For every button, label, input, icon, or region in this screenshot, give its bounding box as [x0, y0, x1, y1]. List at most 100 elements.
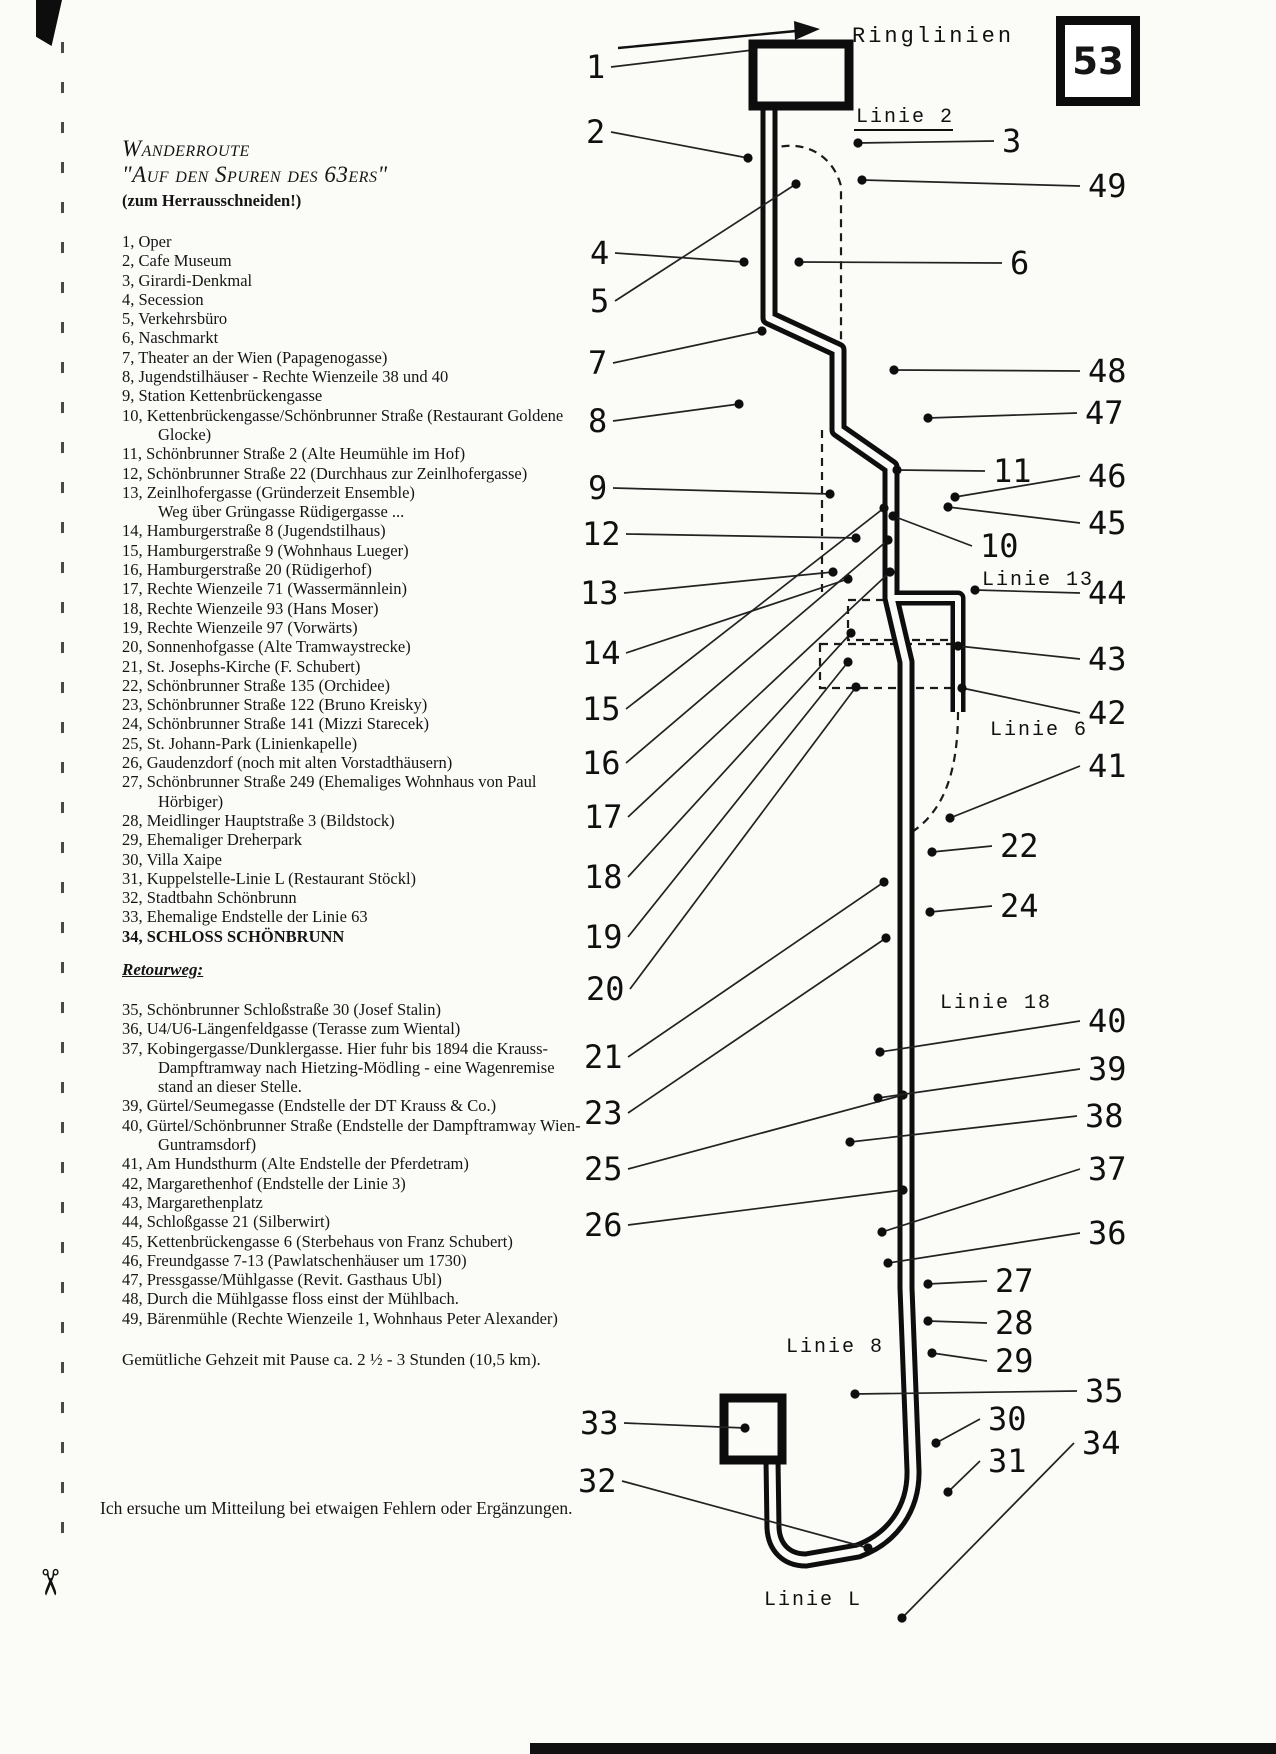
- map-marker-leader: [621, 1480, 869, 1549]
- map-marker-number: 37: [1088, 1150, 1127, 1188]
- map-marker-leader: [627, 1189, 904, 1226]
- route-list-item: 24, Schönbrunner Straße 141 (Mizzi Stare…: [122, 714, 429, 734]
- map-line-label: Linie 2: [856, 106, 954, 129]
- map-marker-number: 29: [995, 1342, 1034, 1380]
- map-marker-number: 24: [1000, 887, 1039, 925]
- route-list-item: 28, Meidlinger Hauptstraße 3 (Bildstock): [122, 810, 395, 830]
- map-marker-number: 20: [586, 970, 625, 1008]
- map-marker-number: 17: [584, 798, 623, 836]
- map-marker-dot: [851, 682, 861, 692]
- map-marker-leader: [927, 1280, 988, 1285]
- route-list-item: 30, Villa Xaipe: [122, 849, 222, 869]
- route-list-item: 43, Margarethenplatz: [122, 1192, 263, 1212]
- route-list-item: 11, Schönbrunner Straße 2 (Alte Heumühle…: [122, 444, 466, 464]
- map-markers: 1245789121314151617181920212325263332349…: [578, 45, 1127, 1623]
- map-marker-dot: [825, 489, 835, 499]
- map-marker-number: 34: [1082, 1424, 1121, 1462]
- map-marker-number: 39: [1088, 1050, 1127, 1088]
- map-marker-leader: [901, 1442, 1075, 1619]
- scan-bottom-strip: [530, 1743, 1276, 1754]
- route-list-item: 45, Kettenbrückengasse 6 (Sterbehaus von…: [122, 1231, 513, 1251]
- map-marker-number: 46: [1088, 457, 1127, 495]
- map-marker-number: 27: [995, 1262, 1034, 1300]
- route-list-item: 8, Jugendstilhäuser - Rechte Wienzeile 3…: [122, 367, 449, 387]
- map-marker-dot: [889, 365, 899, 375]
- map-marker-dot: [931, 1438, 941, 1448]
- route-list-item: 46, Freundgasse 7-13 (Pawlatschenhäuser …: [122, 1250, 467, 1270]
- route-list-item: 25, St. Johann-Park (Linienkapelle): [122, 733, 358, 753]
- route-list-item: 27, Schönbrunner Straße 249 (Ehemaliges …: [122, 772, 537, 811]
- route-list-item: 4, Secession: [122, 289, 204, 309]
- route-list-item: 17, Rechte Wienzeile 71 (Wassermännlein): [122, 579, 407, 599]
- map-marker-dot: [957, 683, 967, 693]
- route-list-item: 14, Hamburgerstraße 8 (Jugendstilhaus): [122, 521, 386, 541]
- map-marker-leader: [887, 1232, 1081, 1264]
- map-marker-dot: [879, 877, 889, 887]
- route-list-item: 32, Stadtbahn Schönbrunn: [122, 888, 297, 908]
- binding-tick-marks: [61, 42, 64, 1542]
- map-marker-leader: [625, 539, 889, 764]
- map-marker-leader: [896, 469, 986, 472]
- map-marker-leader: [929, 905, 993, 913]
- map-marker-leader: [614, 183, 797, 302]
- map-marker-leader: [957, 645, 1081, 660]
- map-marker-number: 18: [584, 858, 623, 896]
- map-marker-leader: [947, 506, 1081, 524]
- map-marker-leader: [610, 131, 749, 159]
- map-marker-number: 19: [584, 918, 623, 956]
- map-marker-dot: [740, 1423, 750, 1433]
- route-list-item: 5, Verkehrsbüro: [122, 309, 228, 329]
- route-branch-inner: [891, 595, 961, 712]
- map-marker-leader: [612, 487, 831, 495]
- map-marker-leader: [627, 661, 849, 938]
- route-list-item: 13, Zeinlhofergasse (Gründerzeit Ensembl…: [122, 483, 590, 522]
- map-marker-number: 11: [993, 452, 1032, 490]
- route-list-item: 48, Durch die Mühlgasse floss einst der …: [122, 1289, 459, 1309]
- route-list-item: 6, Naschmarkt: [122, 328, 219, 348]
- map-marker-leader: [935, 1418, 981, 1444]
- route-list-item: 40, Gürtel/Schönbrunner Straße (Endstell…: [122, 1115, 581, 1155]
- map-marker-dot: [863, 1543, 873, 1553]
- dashed-box-linie6: [818, 642, 964, 690]
- route-list-item: 26, Gaudenzdorf (noch mit alten Vorstadt…: [122, 753, 453, 773]
- map-line-label: Linie 18: [940, 992, 1052, 1015]
- map-marker-leader: [627, 571, 891, 818]
- map-marker-number: 22: [1000, 827, 1039, 865]
- map-marker-number: 31: [988, 1442, 1027, 1480]
- map-marker-dot: [943, 1487, 953, 1497]
- map-line-label: Linie 6: [990, 719, 1088, 742]
- map-marker-dot: [950, 492, 960, 502]
- map-marker-number: 5: [590, 282, 609, 320]
- map-marker-dot: [927, 847, 937, 857]
- map-marker-leader: [949, 765, 1081, 819]
- map-marker-leader: [857, 140, 995, 144]
- map-marker-leader: [879, 1020, 1081, 1053]
- map-marker-number: 45: [1088, 504, 1127, 542]
- route-list-item: 2, Cafe Museum: [122, 251, 232, 271]
- map-line-label: Linie L: [764, 1589, 862, 1612]
- map-marker-leader: [927, 412, 1078, 419]
- map-marker-leader: [974, 589, 1081, 594]
- map-marker-number: 26: [584, 1206, 623, 1244]
- ringlinien-arrowhead: [794, 21, 820, 40]
- map-marker-number: 13: [580, 574, 619, 612]
- map-marker-number: 36: [1088, 1214, 1127, 1252]
- ringlinien-arrow: [617, 29, 797, 50]
- map-marker-dot: [743, 153, 753, 163]
- map-marker-dot: [923, 1279, 933, 1289]
- footer-note: Ich ersuche um Mitteilung bei etwaigen F…: [100, 1498, 573, 1518]
- map-marker-number: 15: [582, 690, 621, 728]
- map-marker-leader: [629, 686, 857, 990]
- retour-list: 35, Schönbrunner Schloßstraße 30 (Josef …: [122, 1000, 590, 1328]
- route-list-item: 19, Rechte Wienzeile 97 (Vorwärts): [122, 617, 358, 637]
- map-marker-dot: [851, 533, 861, 543]
- map-line-label: Linie 8: [786, 1336, 884, 1359]
- route-list-item: 9, Station Kettenbrückengasse: [122, 386, 323, 406]
- walk-time-note: Gemütliche Gehzeit mit Pause ca. 2 ½ - 3…: [122, 1350, 541, 1370]
- route-list-item: 34, SCHLOSS SCHÖNBRUNN: [122, 926, 345, 946]
- map-marker-leader: [861, 179, 1081, 187]
- map-title: Ringlinien: [852, 24, 1014, 49]
